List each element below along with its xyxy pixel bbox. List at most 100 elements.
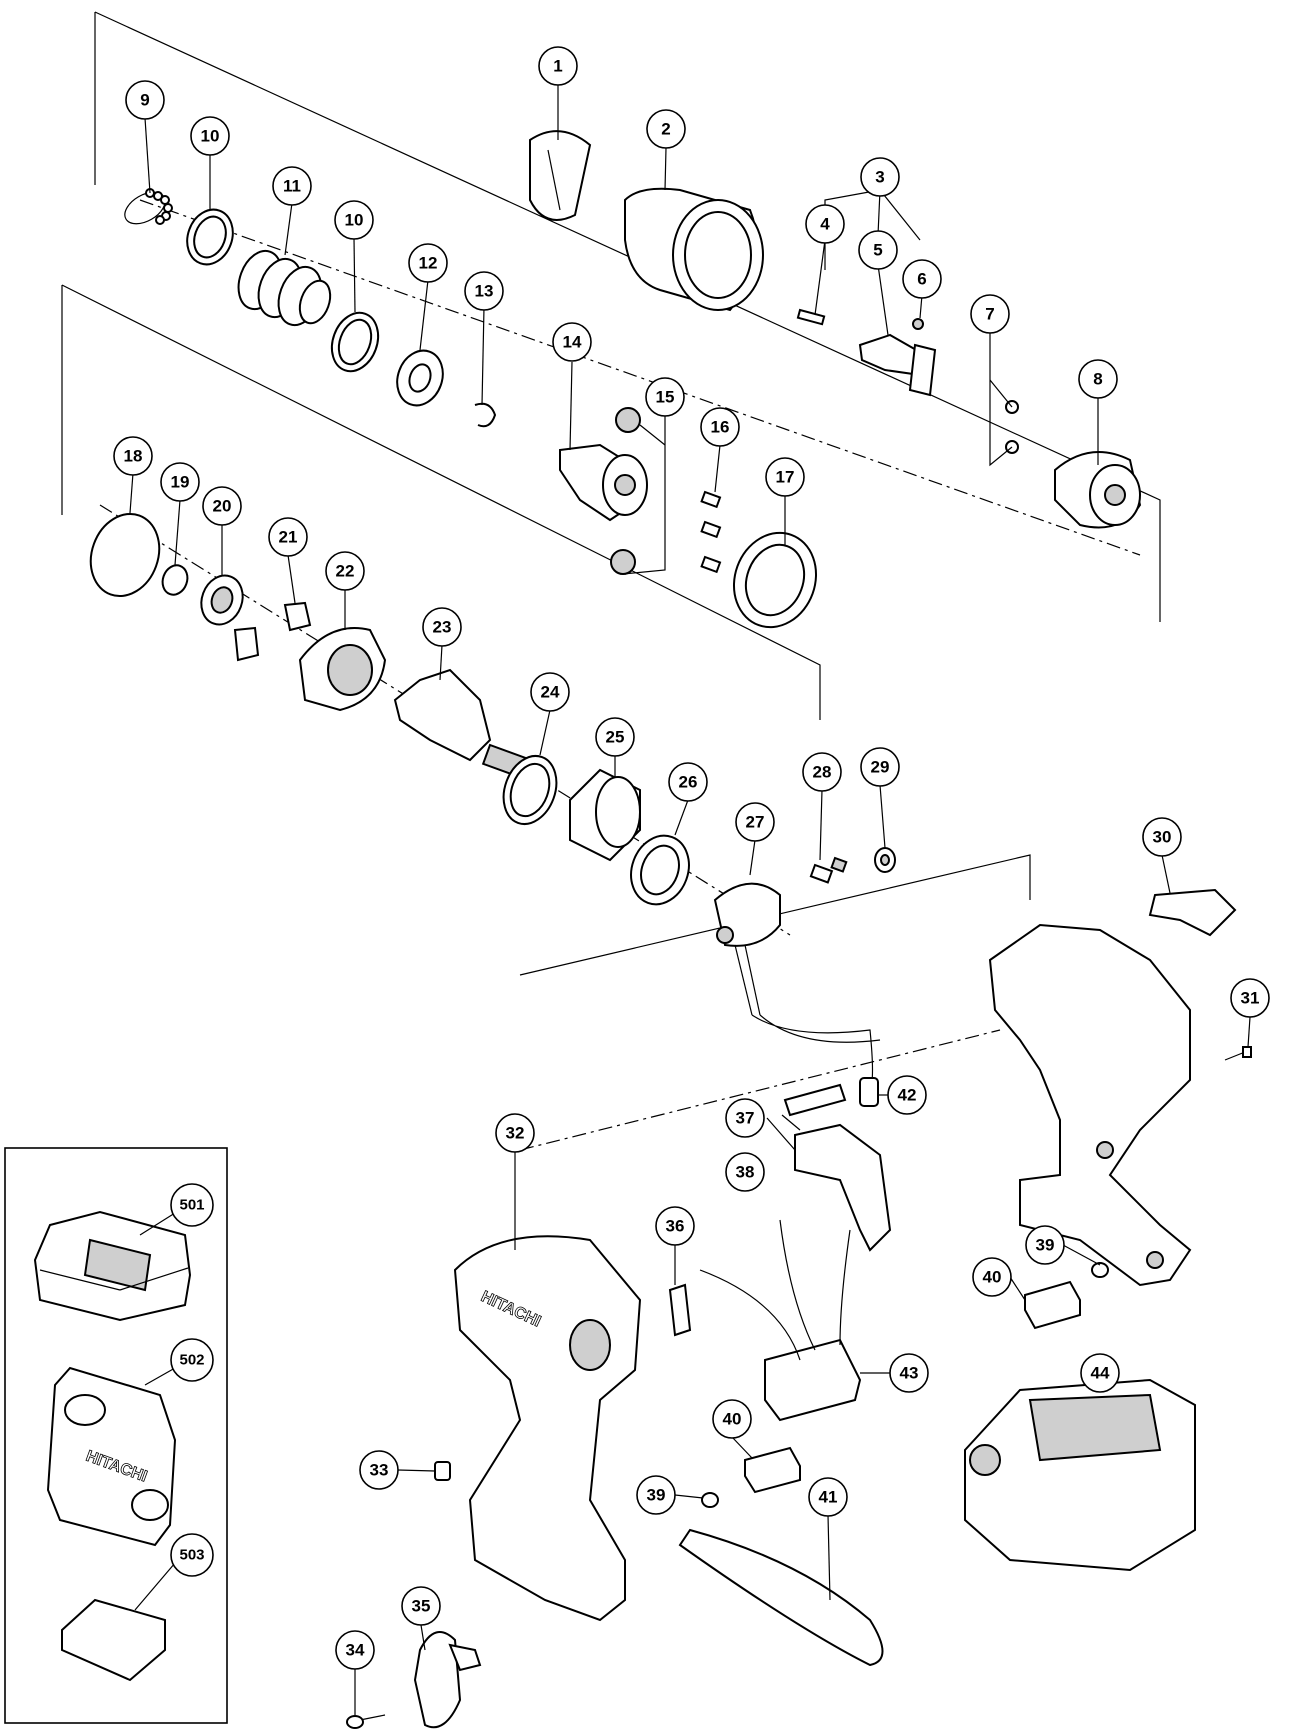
- part-4-pin: [796, 308, 826, 326]
- callout-3-label: 3: [875, 168, 884, 187]
- callout-14: 14: [552, 322, 592, 362]
- callout-2: 2: [646, 109, 686, 149]
- callout-27-label: 27: [746, 813, 765, 832]
- callout-21-label: 21: [279, 528, 298, 547]
- callout-41: 41: [808, 1477, 848, 1517]
- callout-502: 502: [170, 1338, 214, 1382]
- callout-39b-label: 39: [647, 1486, 666, 1505]
- callout-24: 24: [530, 672, 570, 712]
- callout-36: 36: [655, 1206, 695, 1246]
- callout-6-label: 6: [917, 270, 926, 289]
- callout-33-label: 33: [370, 1461, 389, 1480]
- callout-30: 30: [1142, 817, 1182, 857]
- part-27-controller: [713, 882, 781, 1016]
- callout-6: 6: [902, 259, 942, 299]
- part-17-internal-gear: [732, 531, 818, 629]
- callout-42: 42: [887, 1075, 927, 1115]
- callout-22: 22: [325, 551, 365, 591]
- callout-10a-label: 10: [201, 127, 220, 146]
- callout-22-label: 22: [336, 562, 355, 581]
- part-37-lever: [783, 1083, 847, 1117]
- callout-44-label: 44: [1091, 1364, 1110, 1383]
- callout-32: 32: [495, 1113, 535, 1153]
- carrying-case-part-502: HITACHI: [46, 1366, 177, 1547]
- callout-13-label: 13: [475, 282, 494, 301]
- callout-2-label: 2: [661, 120, 670, 139]
- part-9-balls: [124, 188, 173, 225]
- part-14-spindle: [559, 443, 648, 522]
- callout-39b: 39: [636, 1475, 676, 1515]
- callout-24-label: 24: [541, 683, 560, 702]
- callout-16-label: 16: [711, 418, 730, 437]
- callout-38: 38: [725, 1152, 765, 1192]
- part-7-balls: [1005, 400, 1019, 454]
- callout-40b-label: 40: [723, 1410, 742, 1429]
- callout-14-label: 14: [563, 333, 582, 352]
- callout-17-label: 17: [776, 468, 795, 487]
- callout-8: 8: [1078, 359, 1118, 399]
- callout-37: 37: [725, 1098, 765, 1138]
- callout-3: 3: [860, 157, 900, 197]
- callout-25-label: 25: [606, 728, 625, 747]
- part-21-spacers: [233, 601, 312, 662]
- callout-501: 501: [170, 1183, 214, 1227]
- charger-part-501: [33, 1210, 192, 1322]
- part-44-battery: [964, 1378, 1196, 1572]
- part-35-hook: [413, 1631, 482, 1729]
- part-41-strap: [678, 1528, 884, 1667]
- motor-wiring: [751, 1014, 881, 1091]
- callout-35: 35: [401, 1586, 441, 1626]
- callout-4: 4: [805, 204, 845, 244]
- part-31-screw: [1224, 1046, 1252, 1061]
- callout-501-label: 501: [179, 1197, 204, 1214]
- callout-27: 27: [735, 802, 775, 842]
- callout-29: 29: [860, 747, 900, 787]
- callout-39a: 39: [1025, 1225, 1065, 1265]
- callout-40b: 40: [712, 1399, 752, 1439]
- case-insert-part-503: [61, 1598, 166, 1682]
- callout-10b-label: 10: [345, 211, 364, 230]
- part-25-stator: [569, 768, 641, 862]
- callout-34-label: 34: [346, 1641, 365, 1660]
- part-29-bushing: [874, 847, 896, 873]
- callout-502-label: 502: [179, 1352, 204, 1369]
- callout-503: 503: [170, 1533, 214, 1577]
- part-38-trigger-switch: [794, 1123, 892, 1252]
- part-12-washer: [396, 349, 444, 407]
- callout-26: 26: [668, 762, 708, 802]
- callout-9-label: 9: [140, 91, 149, 110]
- callout-25: 25: [595, 717, 635, 757]
- callout-33: 33: [359, 1450, 399, 1490]
- callout-41-label: 41: [819, 1488, 838, 1507]
- callout-39a-label: 39: [1036, 1236, 1055, 1255]
- callout-28-label: 28: [813, 763, 832, 782]
- part-40-block-b: [744, 1446, 801, 1494]
- part-20-bearing: [200, 574, 244, 626]
- callout-18-label: 18: [124, 447, 143, 466]
- part-30-nameplate: [1148, 888, 1237, 937]
- callout-43-label: 43: [900, 1364, 919, 1383]
- part-39-nut-a: [1091, 1262, 1109, 1278]
- part-19-washer: [161, 564, 189, 596]
- callout-20-label: 20: [213, 497, 232, 516]
- callout-4-label: 4: [820, 215, 830, 234]
- part-10-washer-b: [330, 311, 380, 373]
- callout-5-label: 5: [873, 241, 882, 260]
- callout-30-label: 30: [1153, 828, 1172, 847]
- part-13-clip: [474, 402, 497, 428]
- callout-1: 1: [538, 46, 578, 86]
- part-2-hammer-case: [624, 187, 764, 312]
- callout-12-label: 12: [419, 254, 438, 273]
- callout-15: 15: [645, 377, 685, 417]
- callout-29-label: 29: [871, 758, 890, 777]
- part-10-washer-a: [186, 208, 234, 266]
- callout-31: 31: [1230, 978, 1270, 1018]
- part-8-hammer: [1054, 451, 1142, 529]
- callout-32-label: 32: [506, 1124, 525, 1143]
- callout-19: 19: [160, 462, 200, 502]
- callout-40a-label: 40: [983, 1268, 1002, 1287]
- callout-26-label: 26: [679, 773, 698, 792]
- callout-15-label: 15: [656, 388, 675, 407]
- callout-12: 12: [408, 243, 448, 283]
- callout-10b: 10: [334, 200, 374, 240]
